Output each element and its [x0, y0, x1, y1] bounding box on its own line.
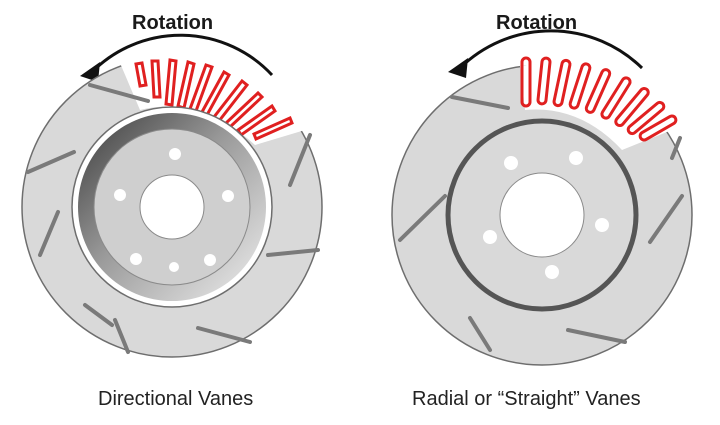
radial-rotor-diagram: [391, 29, 693, 366]
directional-vanes-caption: Directional Vanes: [98, 388, 254, 410]
rotation-arrowhead: [80, 62, 100, 82]
rotation-arrow: [90, 33, 274, 77]
center-bore: [139, 174, 205, 240]
lug-holes: [483, 151, 609, 279]
lug-holes: [114, 148, 234, 272]
rotation-arrowhead: [448, 58, 468, 78]
radial-vanes-caption: Radial or “Straight” Vanes: [412, 388, 641, 410]
radial-vanes-panel: Rotation Radial or “Straight” Vanes: [360, 0, 720, 425]
rotor-slots: [398, 95, 684, 352]
rotation-label: Rotation: [132, 12, 214, 34]
rotation-arrow: [458, 29, 644, 70]
rotation-label: Rotation: [496, 12, 578, 34]
rotor-slots: [26, 83, 320, 354]
center-bore: [499, 172, 585, 258]
directional-vanes-panel: Rotation Directional Vanes: [21, 12, 323, 410]
radial-vanes: [520, 56, 678, 142]
directional-rotor-diagram: [21, 33, 323, 358]
